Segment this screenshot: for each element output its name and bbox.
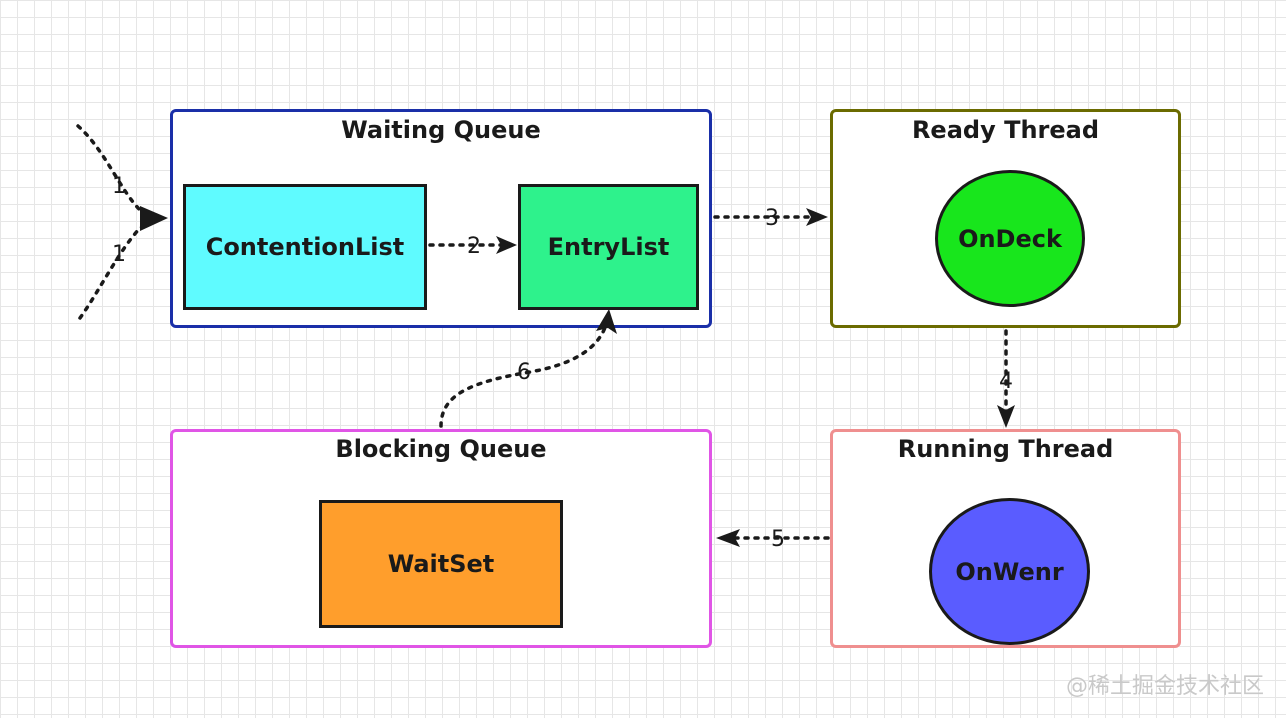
edge-label-2: 2 xyxy=(467,234,481,259)
onwenr-to-waitset-arrowhead xyxy=(716,529,740,547)
on-wenr-node: OnWenr xyxy=(929,498,1090,645)
contention-list-label: ContentionList xyxy=(205,233,405,261)
wait-set-label: WaitSet xyxy=(387,550,495,578)
watermark: @稀土掘金技术社区 xyxy=(1065,674,1264,699)
edge-label-1-bottom: 1 xyxy=(112,242,126,267)
edge-label-5: 5 xyxy=(771,527,785,552)
ondeck-to-onwenr-arrowhead xyxy=(997,405,1015,428)
running-thread-title: Running Thread xyxy=(897,435,1114,463)
incoming-arrowhead xyxy=(140,206,168,231)
incoming-edge-bottom xyxy=(78,216,164,320)
entry-list-node: EntryList xyxy=(518,184,699,310)
ready-thread-title: Ready Thread xyxy=(911,116,1100,144)
on-deck-node: OnDeck xyxy=(935,170,1085,307)
waiting-queue-title: Waiting Queue xyxy=(341,116,541,144)
incoming-edge-top xyxy=(76,124,164,219)
entry-list-label: EntryList xyxy=(547,233,670,261)
on-wenr-label: OnWenr xyxy=(955,557,1064,586)
wait-set-node: WaitSet xyxy=(319,500,563,628)
on-deck-label: OnDeck xyxy=(958,224,1062,253)
contention-list-node: ContentionList xyxy=(183,184,427,310)
edge-label-4: 4 xyxy=(999,369,1013,394)
edge-label-3: 3 xyxy=(765,206,779,231)
entry-to-ondeck-arrowhead xyxy=(806,208,828,226)
edge-label-1-top: 1 xyxy=(112,174,126,199)
blocking-queue-title: Blocking Queue xyxy=(335,435,547,463)
edge-label-6: 6 xyxy=(517,360,531,385)
